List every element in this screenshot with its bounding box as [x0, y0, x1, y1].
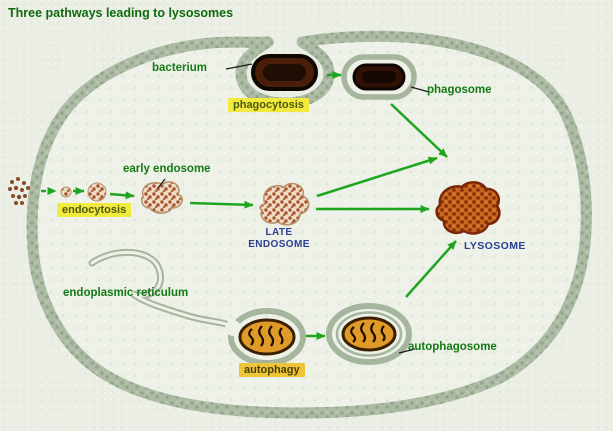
- label-early-endosome: early endosome: [123, 163, 211, 175]
- endocytic-vesicle: [87, 182, 107, 202]
- label-autophagy: autophagy: [239, 363, 305, 377]
- phagosome-body: [341, 54, 417, 100]
- label-endocytosis: endocytosis: [57, 203, 132, 217]
- endoplasmic-reticulum-tube: [88, 248, 234, 330]
- label-autophagosome: autophagosome: [408, 341, 497, 353]
- endocytic-vesicle-small: [60, 186, 72, 198]
- bacterium-cell: [251, 54, 318, 91]
- arrow-autophagosome-to-lysosome: [405, 240, 457, 298]
- label-phagosome: phagosome: [427, 84, 492, 96]
- lysosome-blob: [435, 181, 501, 235]
- label-phagocytosis: phagocytosis: [228, 98, 309, 112]
- label-endoplasmic-reticulum: endoplasmic reticulum: [63, 287, 189, 299]
- arrow-late-endosome-up-right: [316, 156, 438, 198]
- pathway-arrows: [41, 71, 457, 340]
- arrow-vesicle-to-early-endosome: [109, 191, 135, 200]
- mitochondrion-left: [238, 318, 296, 356]
- label-lysosome: LYSOSOME: [464, 240, 526, 252]
- extracellular-particles: [8, 177, 30, 205]
- arrow-early-to-late-endosome: [189, 200, 254, 209]
- label-late-endosome: LATE ENDOSOME: [248, 227, 310, 250]
- cup-opening: [225, 320, 241, 336]
- label-bacterium: bacterium: [152, 62, 207, 74]
- mitochondrion-right: [341, 316, 397, 352]
- label-connectors: [157, 63, 430, 354]
- arrow-phagosome-to-lysosome: [390, 103, 448, 158]
- cell-membrane: [26, 30, 592, 419]
- late-endosome-blob: [259, 182, 310, 226]
- early-endosome-blob: [140, 181, 183, 214]
- diagram-title: Three pathways leading to lysosomes: [8, 6, 234, 20]
